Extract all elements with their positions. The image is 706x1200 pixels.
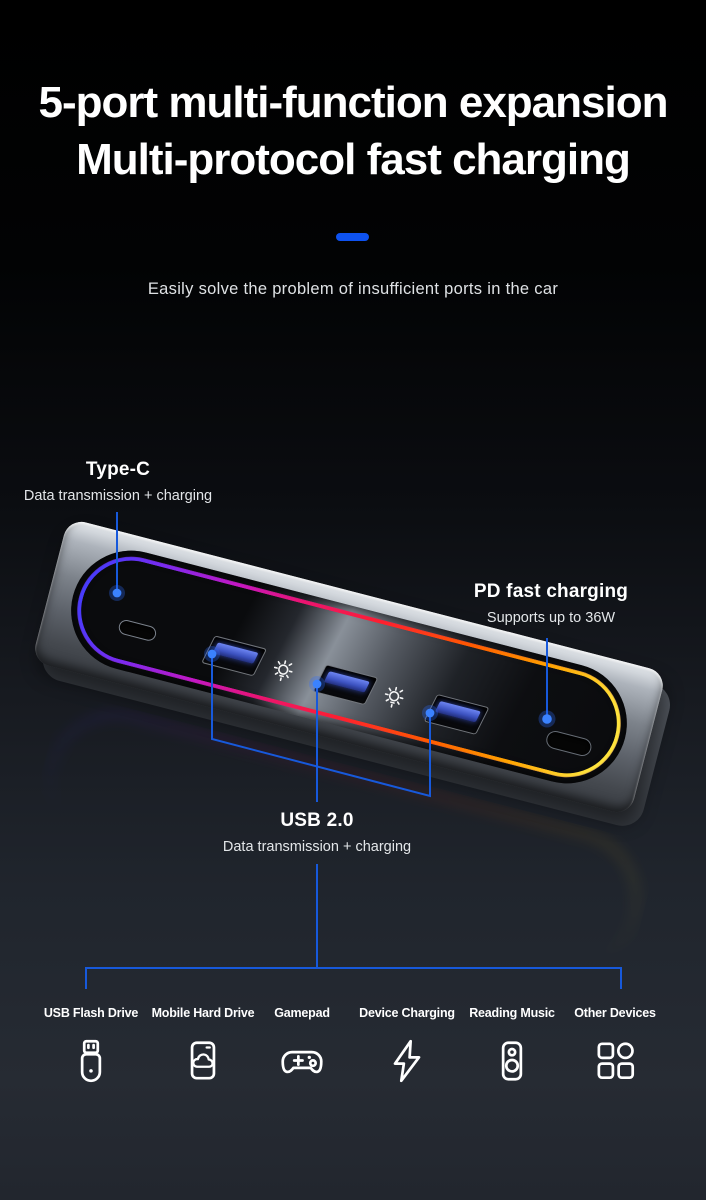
page-title: 5-port multi-function expansion Multi-pr… bbox=[0, 74, 706, 188]
device-charging-icon bbox=[393, 1039, 421, 1083]
callout-pd-fast-charging: PD fast charging Supports up to 36W bbox=[421, 581, 681, 626]
gamepad-icon bbox=[281, 1050, 323, 1074]
footer-item-label: Reading Music bbox=[469, 1006, 555, 1020]
callout-title: PD fast charging bbox=[473, 581, 629, 602]
usb-tongue bbox=[323, 671, 370, 693]
title-line-1: 5-port multi-function expansion bbox=[38, 78, 669, 127]
footer-item-usb-flash-drive: USB Flash Drive bbox=[36, 1006, 146, 1091]
divider-dash bbox=[336, 233, 369, 241]
usb-tongue bbox=[434, 700, 481, 723]
footer-bracket-line bbox=[85, 967, 622, 989]
other-devices-icon bbox=[597, 1042, 635, 1080]
usb-flash-drive-icon bbox=[80, 1039, 102, 1083]
footer-item-label: USB Flash Drive bbox=[43, 1006, 139, 1020]
mobile-hard-drive-icon bbox=[190, 1041, 216, 1080]
reading-music-icon bbox=[501, 1041, 523, 1081]
footer-item-mobile-hard-drive: Mobile Hard Drive bbox=[148, 1006, 258, 1091]
footer-item-gamepad: Gamepad bbox=[247, 1006, 357, 1091]
callout-title: USB 2.0 bbox=[280, 810, 354, 831]
callout-subtitle: Supports up to 36W bbox=[486, 610, 616, 626]
callout-subtitle: Data transmission + charging bbox=[222, 839, 412, 855]
usb-tongue bbox=[212, 642, 259, 664]
callout-subtitle: Data transmission + charging bbox=[23, 488, 213, 504]
footer-item-label: Other Devices bbox=[574, 1006, 656, 1020]
page-subtitle: Easily solve the problem of insufficient… bbox=[147, 280, 559, 298]
callout-title: Type-C bbox=[85, 459, 151, 480]
footer-item-label: Mobile Hard Drive bbox=[151, 1006, 255, 1020]
footer-item-other-devices: Other Devices bbox=[560, 1006, 670, 1091]
callout-usb-2-0: USB 2.0 Data transmission + charging bbox=[187, 810, 447, 855]
footer-item-label: Device Charging bbox=[359, 1006, 455, 1020]
footer-item-reading-music: Reading Music bbox=[457, 1006, 567, 1091]
footer-item-device-charging: Device Charging bbox=[352, 1006, 462, 1091]
callout-type-c: Type-C Data transmission + charging bbox=[0, 459, 236, 504]
footer-item-label: Gamepad bbox=[274, 1006, 330, 1020]
title-line-2: Multi-protocol fast charging bbox=[76, 135, 631, 184]
